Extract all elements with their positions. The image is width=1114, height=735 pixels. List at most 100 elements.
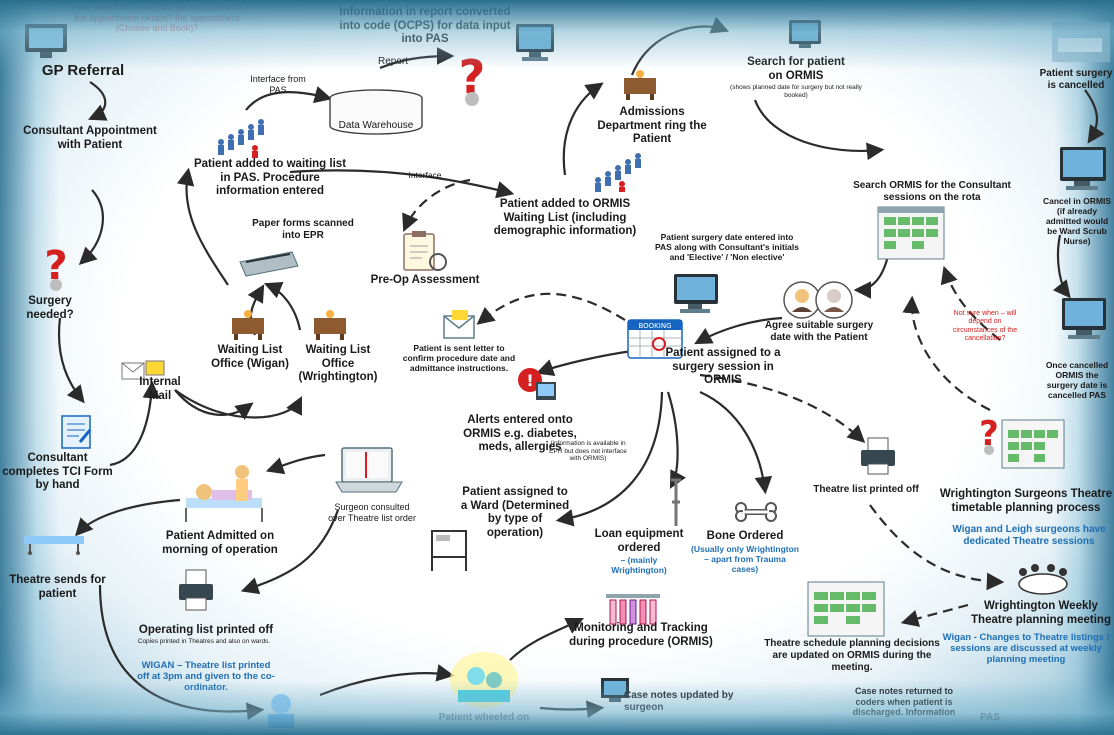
theatre-sends-label: Theatre sends for patient [9,574,106,600]
alerts-label: Alerts entered onto ORMIS e.g. diabetes,… [463,414,577,454]
internal-mail-label: Internal Mail [139,376,181,402]
notepad-icon [61,415,92,449]
arrow-mail-to-wrightington [174,389,302,419]
once-cancelled-label: Once cancelled ORMIS the surgery date is… [1045,360,1109,401]
computer-icon [1062,298,1106,339]
consultant-appointment-label: Consultant Appointment with Patient [23,125,157,151]
operating-list-label: Operating list printed off [138,624,274,636]
case-notes-updated-label: Case notes updated by surgeon [624,690,734,713]
operating-note: Copies printed in Theatres and also on w… [137,638,271,645]
arrow-assigned-to-loan [666,391,686,489]
arrow-weekly-to-schedule [900,603,969,627]
database-icon [329,89,423,135]
envelope-icon [121,360,165,380]
pre-op-label: Pre-Op Assessment [370,274,480,286]
screen-grid-icon [877,206,945,260]
hospital-bed-icon [431,530,467,571]
bone-note: (Usually only Wrightington – apart from … [691,544,799,575]
bone-ordered-label: Bone Ordered [706,530,784,542]
arrow-timetable-to-weekly [869,504,1005,591]
screen-grid-icon [1001,419,1065,469]
crutch-icon [671,478,681,526]
printer-icon [861,437,895,475]
surgery-date-entered-label: Patient surgery date entered into PAS al… [654,232,799,263]
schedule-decisions-label: Theatre schedule planning decisions are … [764,638,940,673]
paper-forms-label: Paper forms scanned into EPR [252,218,354,241]
loan-equipment-label: Loan equipment ordered [594,528,684,554]
added-waiting-list-label: Patient added to waiting list in PAS. Pr… [193,158,347,198]
admissions-label: Admissions Department ring the Patient [597,106,707,146]
waiting-list-wigan-label: Waiting List Office (Wigan) [211,344,289,370]
clipboard-icon [403,231,447,271]
svg-text:BOOKING: BOOKING [638,322,671,330]
arrow-ormis-to-admissions [562,82,604,176]
arrow-interface-to-datawarehouse [245,86,333,111]
arrow-assigned-to-theatrelist [699,373,866,444]
arrow-preop-dashed [402,178,471,233]
arrow-cancelled-to-cancelormis [1084,89,1105,144]
arrow-assigned-to-bone [699,390,773,495]
arrow-mail-to-wigan [174,389,254,420]
report-label: Report [377,56,408,67]
wigan-changes-label: Wigan - Changes to Theatre listings / se… [942,632,1110,666]
letter-sent-label: Patient is sent letter to confirm proced… [402,343,516,374]
svg-text:!: ! [526,371,533,390]
arrow-surgery-to-tci [57,317,85,404]
arrow-surgeon-to-admitted [265,453,326,475]
arrow-wheeled-to-monitoring [509,618,584,661]
waiting-list-wrightington-label: Waiting List Office (Wrightington) [298,344,378,384]
case-notes-returned-label: Case notes returned to coders when patie… [852,686,956,718]
monitoring-label: Monitoring and Tracking during procedure… [569,622,713,648]
agree-date-label: Agree suitable surgery date with the Pat… [764,320,874,343]
arrow-oncecancelled-to-sessions [940,265,1001,341]
not-sure-label: Not sure when – will depend on circumsta… [952,310,1018,342]
ward-photo-icon [1052,22,1110,62]
interface-label: Interface [408,170,442,180]
surgeon-icon [268,694,294,728]
patient-wheeled-label: Patient wheeled on [438,712,530,723]
added-ormis-label: Patient added to ORMIS Waiting List (inc… [493,198,637,238]
consultant-completes-label: Consultant completes TCI Form by hand [2,452,113,492]
data-warehouse-label: Data Warehouse [338,120,414,131]
arrow-consultant-to-surgery [78,189,104,266]
cancel-ormis-label: Cancel in ORMIS (if already admitted wou… [1042,196,1111,247]
search-patient-note: (shows planned date for surgery but not … [730,84,862,99]
arrow-wigan-to-waiting-list [176,167,229,286]
question-mark-icon: ? [979,415,999,455]
wigan-printed-label: WIGAN – Theatre list printed off at 3pm … [137,660,275,694]
wrightington-timetable-label: Wrightington Surgeons Theatre timetable … [939,488,1113,514]
arrow-surgeon-to-wheeled [319,664,455,697]
arrow-waitinglist-to-ormis [289,169,515,199]
weekly-meeting-label: Wrightington Weekly Theatre planning mee… [971,600,1111,626]
arrow-wheeled-to-casenotes [539,700,605,719]
phone-people-icon [783,281,853,319]
arrow-admitted-to-theatre [75,498,181,537]
search-ormis-sessions-label: Search ORMIS for the Consultant sessions… [853,180,1011,203]
svg-text:?: ? [979,415,999,454]
test-tubes-icon [606,594,660,625]
arrow-wrightington-to-scanner [263,281,302,331]
consultant-question: How does the Consultant get updated with… [72,2,242,34]
arrow-agree-to-assigned [694,316,783,345]
wigan-dedicated-label: Wigan and Leigh surgeons have dedicated … [952,524,1106,547]
patient-admitted-label: Patient Admitted on morning of operation [162,530,278,556]
arrow-surgeon-to-operating [240,509,340,595]
bone-icon [735,502,777,522]
printer-icon [179,569,213,611]
computer-icon [25,24,67,58]
patient-bed-icon [185,465,263,522]
desk-icon [624,70,656,100]
info-report-label: Information in report converted into cod… [339,6,511,46]
patient-surgery-cancelled-label: Patient surgery is cancelled [1039,68,1113,91]
gp-referral-label: GP Referral [41,62,125,79]
question-mark-icon: ? [459,55,485,106]
computer-icon [789,20,821,48]
alert-icon: ! [518,368,556,400]
screen-grid-icon [807,581,885,637]
loan-note: – (mainly Wrightington) [611,555,667,576]
interface-from-pas-label: Interface from PAS [250,74,306,95]
theatre-list-printed-label: Theatre list printed off [813,484,919,495]
computer-icon [1060,147,1106,190]
envelope-icon [443,310,475,339]
